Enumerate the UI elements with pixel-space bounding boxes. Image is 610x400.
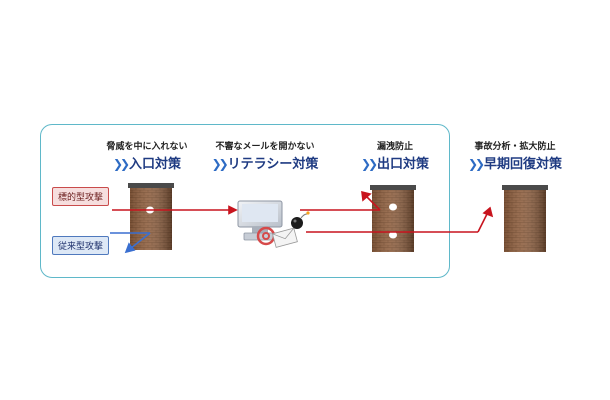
threat-label-conventional: 従来型攻撃: [52, 236, 110, 255]
stage-entrance-title: 入口対策: [129, 157, 182, 172]
targeted-attack-arrow: [112, 190, 494, 233]
stage-literacy-title: リテラシー対策: [227, 157, 319, 172]
stage-recovery: 事故分析・拡大防止 ❯❯早期回復対策: [450, 140, 580, 175]
stage-literacy: 不審なメールを開かない ❯❯リテラシー対策: [200, 140, 330, 175]
conventional-attack-arrow: [110, 232, 151, 254]
stage-exit-subtitle: 漏洩防止: [376, 142, 413, 152]
chevron-right-icon: ❯❯: [360, 157, 378, 171]
firewall-exit: [370, 185, 416, 252]
stage-literacy-subtitle: 不審なメールを開かない: [215, 142, 315, 152]
threat-label-targeted: 標的型攻撃: [52, 187, 110, 206]
chevron-right-icon: ❯❯: [211, 157, 229, 171]
stage-recovery-subtitle: 事故分析・拡大防止: [474, 142, 556, 152]
stage-exit: 漏洩防止 ❯❯出口対策: [330, 140, 460, 175]
email-icon: [256, 226, 298, 248]
chevron-right-icon: ❯❯: [467, 157, 485, 171]
stage-recovery-title: 早期回復対策: [484, 157, 563, 172]
firewall-entrance: [128, 183, 174, 250]
stage-entrance-subtitle: 脅威を中に入れない: [106, 142, 188, 152]
defense-zone-frame: [40, 124, 450, 278]
chevron-right-icon: ❯❯: [112, 157, 130, 171]
stage-entrance: 脅威を中に入れない ❯❯入口対策: [82, 140, 212, 175]
stage-exit-title: 出口対策: [377, 157, 430, 172]
firewall-recovery: [502, 185, 548, 252]
bomb-icon: [291, 211, 310, 229]
